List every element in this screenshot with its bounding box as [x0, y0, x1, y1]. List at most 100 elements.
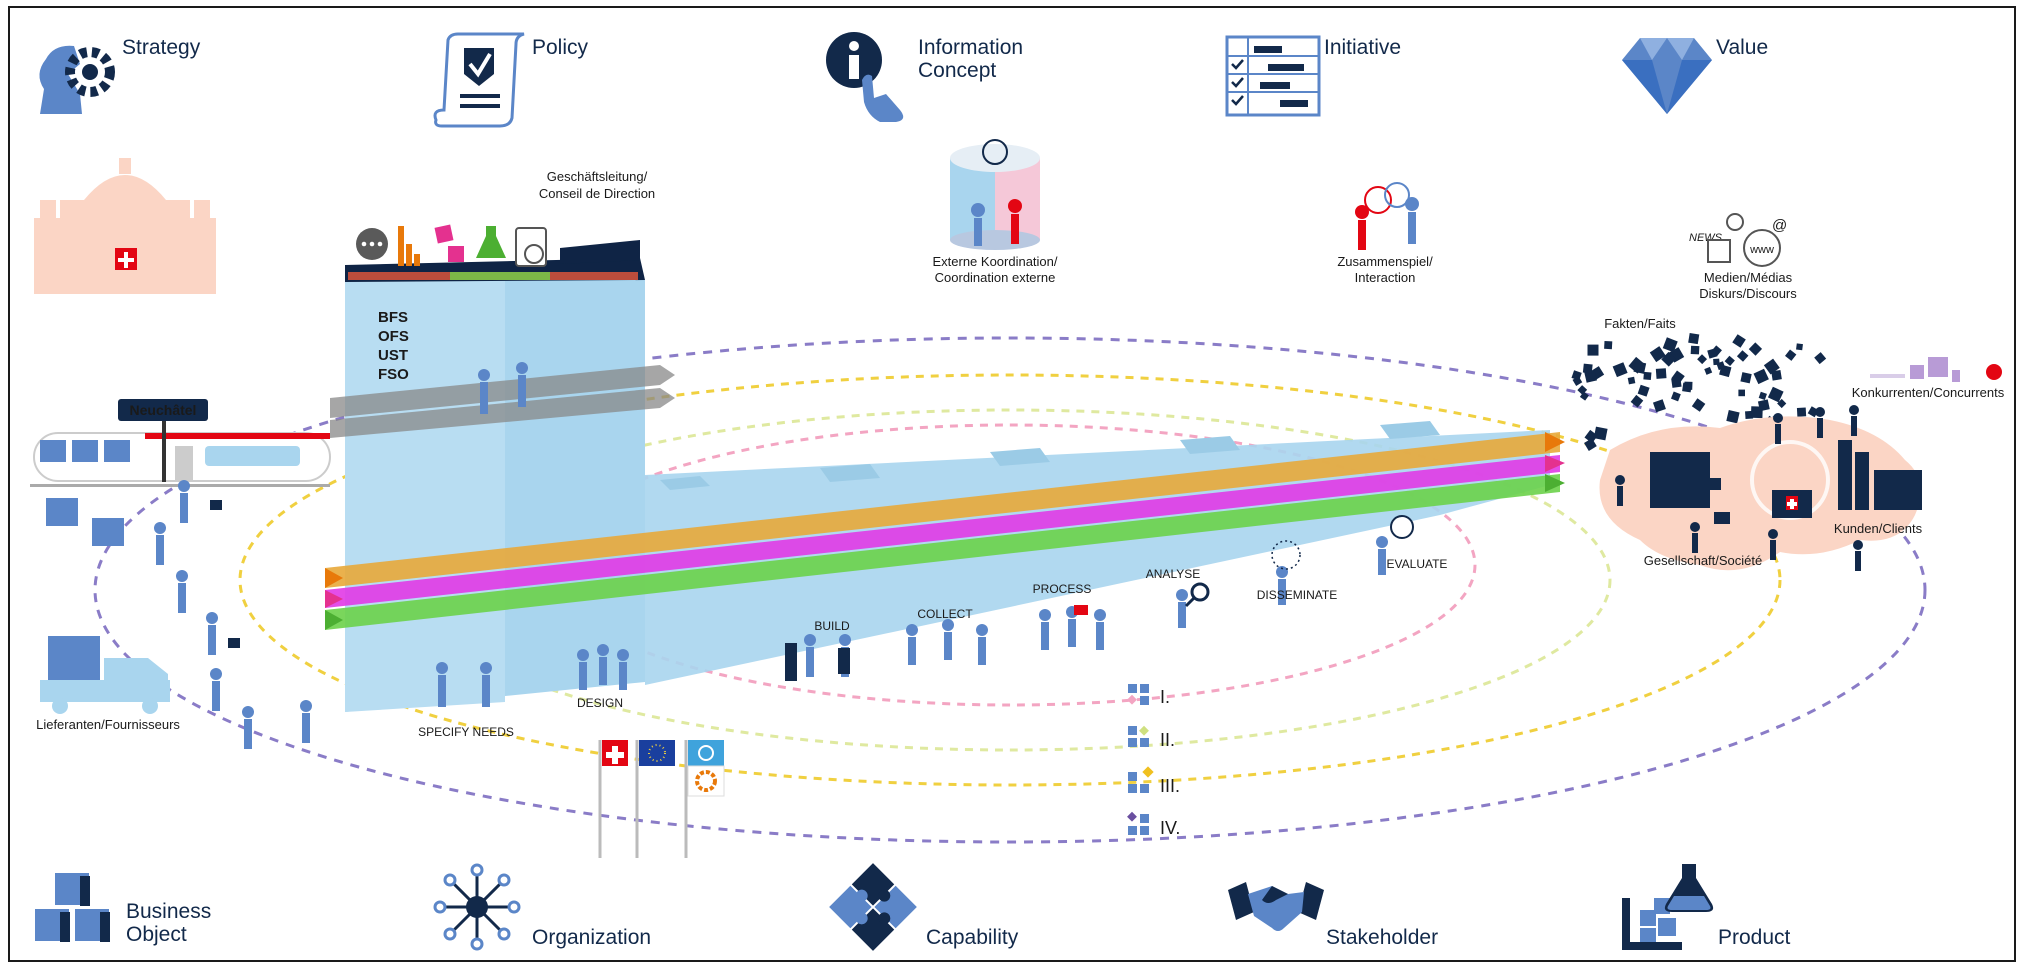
category-label: Stakeholder	[1326, 926, 1439, 949]
fact-cube	[1740, 372, 1752, 384]
management-label-2: Conseil de Direction	[539, 186, 655, 201]
fact-cube	[1713, 358, 1720, 366]
fact-cube	[1630, 394, 1644, 408]
fact-cube	[1814, 352, 1827, 365]
management-label-1: Geschäftsleitung/	[547, 169, 648, 184]
category-stakeholder[interactable]: Stakeholder	[1226, 878, 1438, 949]
fact-cube	[1726, 410, 1740, 424]
fact-cube	[1582, 363, 1593, 374]
fact-cube	[1587, 344, 1599, 356]
step-icons	[785, 515, 1414, 681]
organization-icon	[433, 863, 521, 951]
category-label: Business Object	[126, 900, 212, 946]
information-concept-icon	[826, 32, 904, 122]
facts-cloud	[1571, 333, 1827, 467]
fact-cube	[1763, 358, 1780, 375]
external-coordination-label-1: Externe Koordination/	[932, 254, 1057, 269]
step-label: DISSEMINATE	[1257, 588, 1337, 602]
fact-cube	[1691, 398, 1706, 412]
ring-outer	[93, 336, 1927, 844]
policy-icon	[433, 32, 525, 128]
ring-yellow	[238, 373, 1782, 787]
suppliers-label: Lieferanten/Fournisseurs	[36, 717, 180, 732]
fact-cube	[1662, 337, 1678, 353]
fact-cube	[1707, 348, 1718, 359]
fact-cube	[1572, 376, 1583, 386]
federal-palace-icon	[34, 158, 216, 294]
fact-cube	[1593, 426, 1608, 441]
fact-cube	[1724, 355, 1735, 366]
competitors-label: Konkurrenten/Concurrents	[1852, 385, 2005, 400]
category-information-concept[interactable]: Information Concept	[822, 30, 1023, 122]
fact-cube	[1704, 366, 1713, 375]
category-initiative[interactable]: Initiative	[1224, 34, 1401, 118]
building-name: FSO	[378, 366, 409, 383]
category-policy[interactable]: Policy	[430, 30, 588, 128]
supplier-boxes	[40, 480, 312, 749]
fact-cube	[1748, 342, 1763, 356]
strategy-icon	[39, 45, 115, 114]
fact-cube	[1719, 364, 1732, 378]
station-sign: Neuchâtel	[130, 402, 197, 418]
category-capability[interactable]: Capability	[828, 860, 1018, 954]
initiative-icon	[1225, 35, 1321, 117]
category-label: Policy	[532, 36, 589, 59]
step-label: EVALUATE	[1387, 557, 1448, 571]
fact-cube	[1758, 391, 1767, 400]
media-label-1: Medien/Médias	[1704, 270, 1793, 285]
fact-cube	[1771, 370, 1782, 381]
external-coordination-icon	[950, 139, 1040, 250]
fact-cube	[1637, 384, 1650, 397]
step-label: BUILD	[814, 619, 850, 633]
media-label-2: Diskurs/Discours	[1699, 286, 1797, 301]
fact-cube	[1777, 398, 1787, 409]
fact-cube	[1633, 361, 1647, 374]
category-label: Organization	[532, 926, 652, 949]
legend-level-1: I.	[1160, 687, 1170, 707]
fact-cube	[1684, 381, 1693, 390]
fact-cube	[1584, 369, 1597, 383]
value-icon	[1622, 38, 1712, 114]
category-organization[interactable]: Organization	[432, 862, 651, 952]
fact-cube	[1584, 429, 1598, 444]
building-name: UST	[378, 347, 408, 364]
fact-cube	[1785, 349, 1797, 361]
flags	[598, 740, 725, 858]
building-names: BFS OFS UST FSO	[378, 309, 409, 383]
rooftop-icons	[356, 224, 547, 267]
category-label: Information Concept	[918, 36, 1024, 82]
level-legend: I. II. III. IV.	[1127, 684, 1180, 838]
category-business-object[interactable]: Business Object	[30, 870, 211, 946]
category-value[interactable]: Value	[1620, 34, 1768, 116]
svg-text:@: @	[1772, 217, 1787, 234]
fact-cube	[1577, 385, 1588, 395]
fact-cube	[1736, 350, 1749, 362]
category-strategy[interactable]: Strategy	[30, 34, 200, 124]
legend-level-3: III.	[1160, 776, 1180, 796]
competitors-icon	[1870, 357, 2002, 382]
fact-cube	[1655, 368, 1667, 379]
category-label: Strategy	[122, 36, 201, 59]
legend-level-4: IV.	[1160, 818, 1180, 838]
product-icon	[1622, 864, 1714, 950]
capability-icon	[829, 863, 917, 951]
data-streams	[325, 432, 1565, 630]
fact-cube	[1697, 354, 1708, 365]
interaction-icon	[1355, 182, 1419, 250]
media-icon: NEWS www @	[1689, 213, 1787, 267]
fact-cube	[1627, 376, 1636, 385]
step-label: COLLECT	[917, 607, 973, 621]
business-object-icon	[33, 871, 111, 943]
category-product[interactable]: Product	[1618, 860, 1790, 952]
fact-cube	[1796, 407, 1807, 417]
fact-cube	[1670, 391, 1681, 402]
fact-cube	[1652, 399, 1666, 413]
fact-cube	[1690, 345, 1700, 355]
process-steps: SPECIFY NEEDS DESIGN BUILD COLLECT PROCE…	[418, 557, 1447, 739]
society-label: Gesellschaft/Société	[1644, 553, 1763, 568]
fact-cube	[1671, 377, 1682, 388]
fact-cube	[1750, 406, 1763, 419]
step-label: ANALYSE	[1146, 567, 1200, 581]
www-text: www	[1749, 244, 1774, 256]
